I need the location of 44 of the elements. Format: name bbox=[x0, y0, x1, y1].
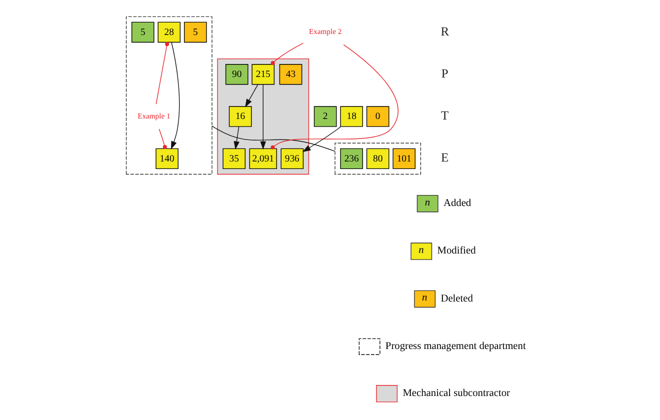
node-box: 140 bbox=[155, 148, 178, 170]
connector bbox=[158, 128, 166, 149]
legend-label: Mechanical subcontractor bbox=[402, 388, 510, 400]
cluster bbox=[334, 142, 421, 175]
label: P bbox=[440, 66, 448, 80]
label: n bbox=[422, 292, 427, 304]
legend-label: Modified bbox=[436, 246, 476, 257]
connector bbox=[270, 42, 303, 65]
legend-label: Added bbox=[442, 198, 471, 210]
legend-label: Progress management department bbox=[384, 341, 526, 352]
connector bbox=[155, 42, 169, 104]
arrow bbox=[170, 42, 180, 150]
node-box: 43 bbox=[278, 64, 302, 85]
cluster bbox=[125, 16, 212, 175]
node-box: 101 bbox=[392, 148, 415, 170]
connector bbox=[270, 44, 398, 150]
label: n bbox=[424, 197, 430, 208]
node-box: 2 bbox=[313, 106, 336, 127]
arrow bbox=[302, 126, 341, 152]
node-box: 90 bbox=[224, 64, 248, 85]
arrow bbox=[260, 84, 266, 150]
node-box: 35 bbox=[222, 148, 245, 170]
node-text: Example 2 bbox=[308, 27, 342, 36]
connector bbox=[211, 126, 335, 152]
node-box: 0 bbox=[366, 106, 389, 127]
cluster bbox=[216, 58, 309, 175]
label: T bbox=[440, 108, 448, 123]
arrow bbox=[233, 126, 239, 150]
label: n bbox=[418, 245, 424, 256]
label: R bbox=[440, 24, 449, 38]
node-box: 28 bbox=[157, 22, 180, 43]
node-box: 18 bbox=[340, 106, 362, 127]
legend-label: Deleted bbox=[440, 293, 472, 304]
arrow bbox=[244, 84, 258, 108]
node-box: 80 bbox=[366, 148, 389, 170]
node-box: 2,091 bbox=[248, 148, 276, 170]
node-box: 16 bbox=[228, 106, 252, 127]
node-box: 5 bbox=[184, 22, 206, 43]
node-box: 215 bbox=[251, 64, 274, 85]
label: E bbox=[440, 150, 448, 165]
node-box: 5 bbox=[130, 22, 154, 43]
node-box: 936 bbox=[280, 148, 304, 170]
node-text: Example 1 bbox=[137, 111, 170, 120]
node-box: 236 bbox=[340, 148, 362, 170]
